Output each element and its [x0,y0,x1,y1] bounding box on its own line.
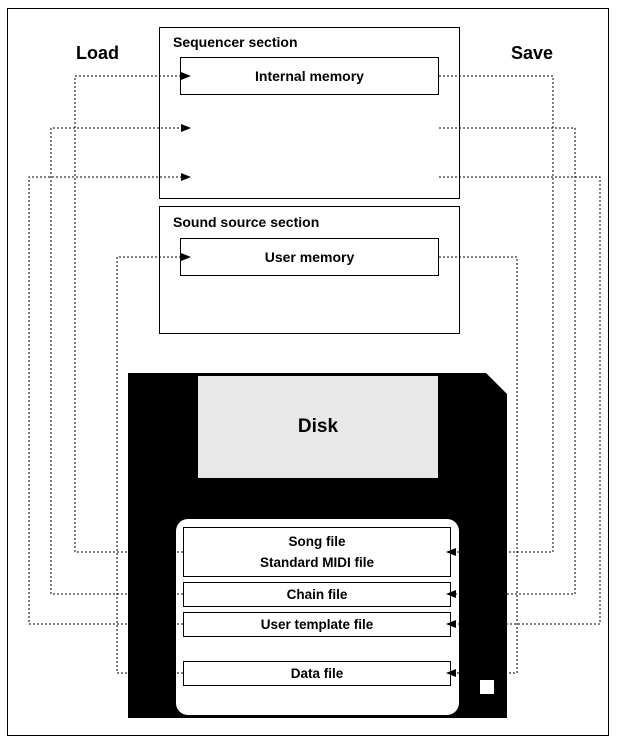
smf-file-label: Standard MIDI file [259,555,374,570]
save-path-data [439,256,518,677]
data-file-label: Data file [290,666,344,681]
chain-file-box: Chain file [183,582,451,607]
internal-memory-box: Internal memory [180,57,439,95]
save-heading: Save [511,43,554,63]
user-template-file-box: User template file [183,612,451,637]
load-path-song [74,72,191,553]
diagram-frame [7,8,609,736]
song-file-label: Song file [288,534,346,549]
save-path-template [439,176,601,628]
user-memory-box: User memory [180,238,439,276]
data-file-box: Data file [183,661,451,686]
load-path-data [116,253,191,674]
disk-label-area: Disk [198,376,438,478]
sequencer-section-panel: Sequencer section [159,27,460,199]
load-path-chain [50,124,191,595]
chain-file-label: Chain file [286,587,348,602]
load-path-template [28,173,191,625]
user-template-file-label: User template file [260,617,374,632]
sound-source-section-title: Sound source section [173,214,320,230]
save-path-song [439,75,554,556]
sequencer-section-title: Sequencer section [173,34,298,50]
load-heading: Load [76,43,119,63]
disk-label: Disk [297,416,339,437]
save-path-chain [439,127,576,598]
song-file-box: Song file Standard MIDI file [183,527,451,577]
write-protect-notch [480,680,494,694]
